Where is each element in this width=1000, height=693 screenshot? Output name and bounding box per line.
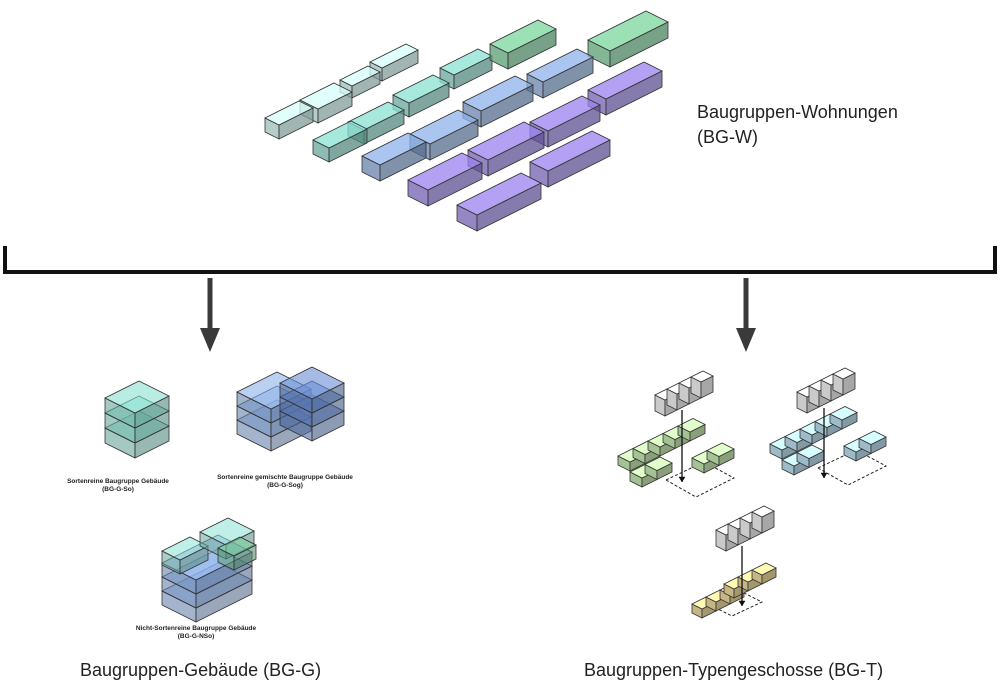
nso-teal-block [161, 536, 209, 575]
apartment-box [529, 130, 611, 188]
apartment-box [361, 132, 427, 182]
bg-g-nso-code: (BG-G-NSo) [177, 633, 215, 640]
bg-w-title: Baugruppen-Wohnungen [697, 102, 898, 122]
type-module [796, 367, 856, 414]
apartment-box [264, 100, 314, 140]
floor-unit [706, 442, 735, 467]
floor-unit [829, 406, 858, 430]
bg-g-sog-stack-right [279, 366, 345, 442]
floor-unit [858, 430, 887, 455]
module-unit [751, 505, 775, 534]
module-unit [690, 370, 714, 399]
arrow-to-bg-t [736, 278, 756, 352]
bg-g-title: Baugruppen-Gebäude (BG-G) [80, 660, 322, 680]
arrow-to-bg-g [200, 278, 220, 352]
apartment-box [392, 74, 450, 118]
bracket-line [3, 246, 997, 274]
type-module [715, 505, 775, 552]
stack-level [104, 380, 170, 429]
bg-g-sog-code: (BG-G-Sog) [267, 482, 303, 489]
bg-g-sog-name: Sortenreine gemischte Baugruppe Gebäude [217, 474, 353, 481]
floor-unit [751, 562, 777, 585]
bg-t-title: Baugruppen-Typengeschosse (BG-T) [584, 660, 884, 680]
floor-unit [677, 418, 706, 442]
bg-t-blue-floor [769, 367, 888, 486]
bg-g-so-caption: Sortenreine Baugruppe Gebäude (BG-G-So) [58, 478, 178, 494]
apartment-box [489, 19, 557, 70]
floor-unit [644, 456, 673, 481]
type-module [654, 370, 714, 417]
bg-w-code: (BG-W) [697, 127, 758, 147]
apartment-box [456, 172, 542, 232]
apartment-box [467, 121, 545, 177]
apartment-box [526, 48, 594, 99]
apartment-box [312, 120, 368, 163]
bg-g-sog-caption: Sortenreine gemischte Baugruppe Gebäude … [200, 474, 370, 490]
bg-g-so-name: Sortenreine Baugruppe Gebäude [67, 478, 169, 485]
bg-g-so-code: (BG-G-So) [102, 486, 134, 493]
apartment-box [439, 48, 493, 90]
bg-g-so-stack [104, 380, 170, 459]
bg-t-green-floor [617, 370, 736, 498]
stack-level [279, 366, 345, 414]
apartment-box [587, 61, 663, 116]
nso-green-block [217, 536, 257, 571]
apartment-box [587, 10, 669, 68]
bg-g-nso-name: Nicht-Sortenreine Baugruppe Gebäude [135, 625, 257, 632]
apartment-box [407, 152, 483, 207]
bg-g-nso-caption: Nicht-Sortenreine Baugruppe Gebäude (BG-… [126, 625, 266, 641]
floor-unit [796, 444, 825, 469]
module-unit [832, 367, 856, 396]
floor-type-diagrams [617, 367, 888, 619]
bg-t-yellow-floor [691, 505, 777, 619]
building-stacks [104, 366, 345, 623]
apartment-cluster [264, 10, 669, 232]
